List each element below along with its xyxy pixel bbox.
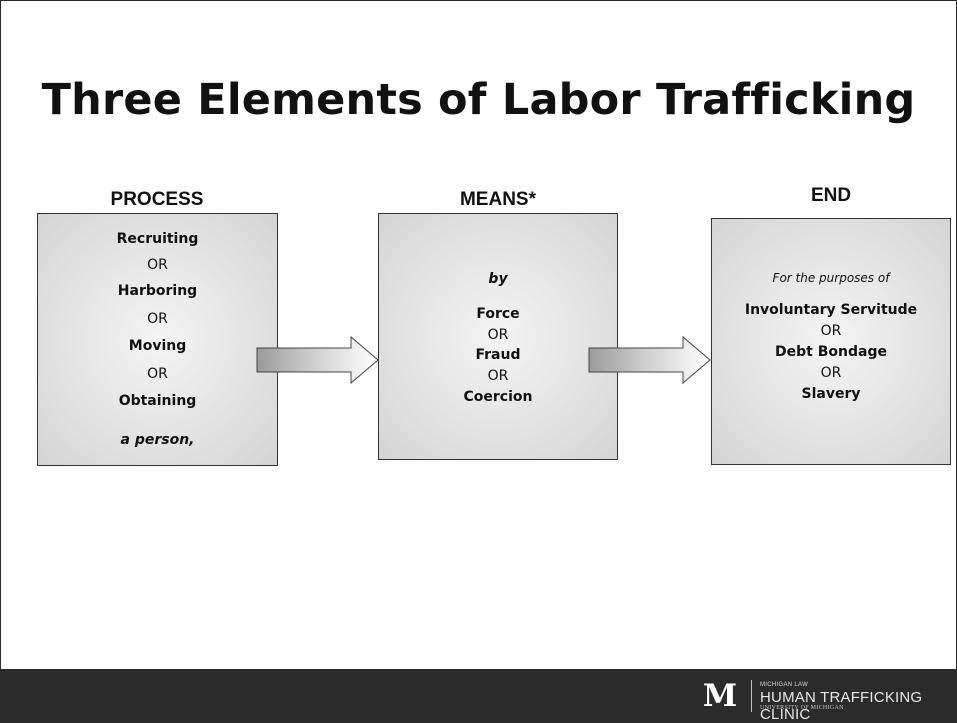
university-m-logo: M [702, 678, 738, 714]
logo-university-text: UNIVERSITY OF MICHIGAN [760, 705, 844, 711]
process-or-1: OR [147, 257, 168, 273]
process-or-3: OR [147, 366, 168, 382]
end-item-involuntary-servitude: Involuntary Servitude [744, 302, 918, 318]
process-item-obtaining: Obtaining [118, 393, 197, 409]
means-or-1: OR [487, 327, 509, 343]
logo-michigan-law-text: MICHIGAN LAW [760, 682, 809, 688]
process-item-recruiting: Recruiting [116, 231, 199, 247]
end-or-2: OR [820, 365, 842, 381]
end-item-slavery: Slavery [801, 386, 861, 402]
end-heading: END [810, 185, 852, 206]
logo-separator [751, 680, 752, 712]
end-box: For the purposes of Involuntary Servitud… [711, 218, 951, 465]
means-item-coercion: Coercion [463, 389, 533, 405]
process-to-means-arrow [256, 335, 379, 385]
means-heading: MEANS* [459, 189, 536, 210]
process-item-moving: Moving [128, 338, 187, 354]
footer-bar: M MICHIGAN LAW HUMAN TRAFFICKING CLINIC … [1, 669, 956, 722]
means-item-fraud: Fraud [475, 347, 521, 363]
means-intro-text: by [488, 271, 508, 287]
end-item-debt-bondage: Debt Bondage [775, 344, 887, 360]
process-heading: PROCESS [110, 189, 204, 210]
process-footer-text: a person, [120, 432, 195, 448]
process-box: Recruiting OR Harboring OR Moving OR Obt… [37, 213, 278, 466]
means-box: by Force OR Fraud OR Coercion [378, 213, 618, 460]
logo-clinic-name: HUMAN TRAFFICKING CLINIC [760, 689, 923, 723]
means-to-end-arrow [588, 335, 711, 385]
means-item-force: Force [476, 306, 520, 322]
process-or-2: OR [147, 311, 168, 327]
means-or-2: OR [487, 368, 509, 384]
process-item-harboring: Harboring [117, 283, 198, 299]
end-or-1: OR [820, 323, 842, 339]
slide-title: Three Elements of Labor Trafficking [41, 75, 916, 125]
end-intro-text: For the purposes of [772, 271, 890, 285]
